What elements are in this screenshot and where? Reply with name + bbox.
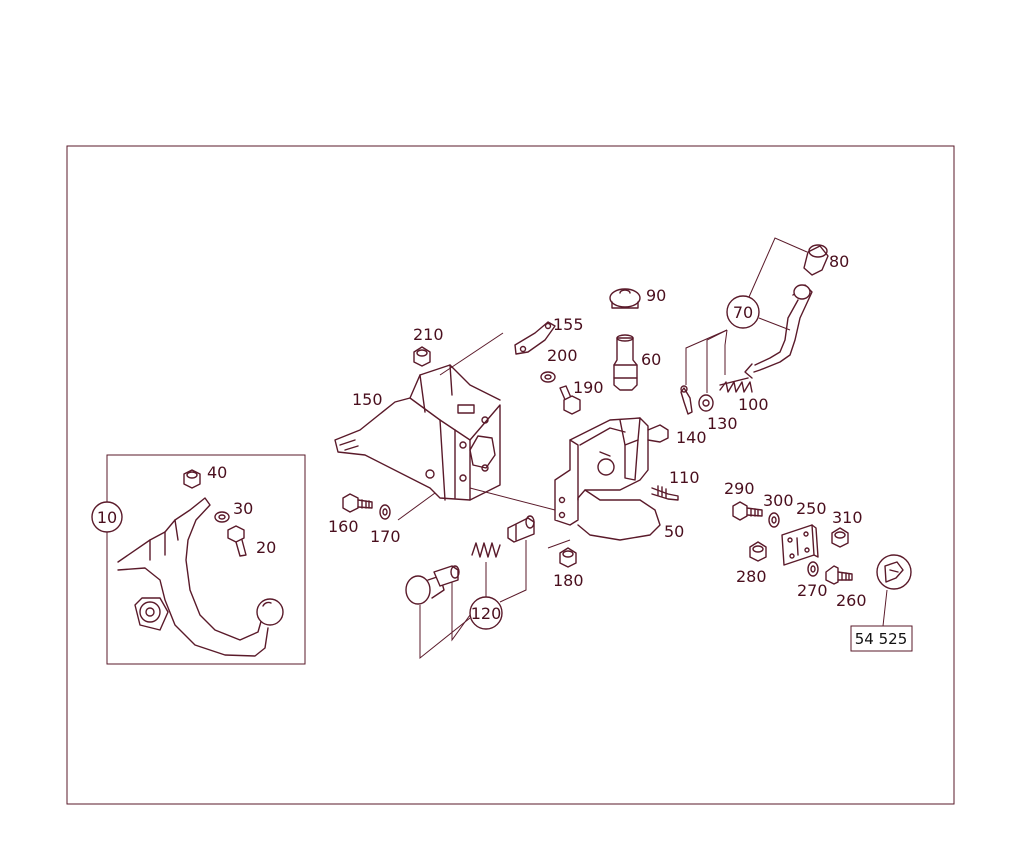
coupling-50-icon	[554, 417, 669, 541]
label-260[interactable]: 260	[836, 591, 867, 610]
label-210[interactable]: 210	[413, 325, 444, 344]
label-280[interactable]: 280	[736, 567, 767, 586]
nut-310-icon	[831, 527, 849, 548]
reference-box[interactable]: 54 525	[855, 630, 908, 648]
label-40[interactable]: 40	[207, 463, 227, 482]
label-180[interactable]: 180	[553, 571, 584, 590]
washer-270-icon	[807, 561, 819, 577]
reference-box-frame	[850, 625, 913, 652]
label-190[interactable]: 190	[573, 378, 604, 397]
label-120[interactable]: 120	[471, 604, 502, 623]
label-270[interactable]: 270	[797, 581, 828, 600]
label-60[interactable]: 60	[641, 350, 661, 369]
nut-280-icon	[749, 541, 767, 562]
towbar-inset: 10 40 30 20	[91, 454, 306, 665]
washer-200-icon	[540, 371, 556, 383]
spring-120-icon	[471, 542, 501, 558]
label-10[interactable]: 10	[97, 508, 117, 527]
label-110[interactable]: 110	[669, 468, 700, 487]
cap-90-icon	[609, 288, 641, 309]
bolt-160-icon	[342, 493, 373, 513]
screw-260-icon	[825, 565, 853, 585]
label-290[interactable]: 290	[724, 479, 755, 498]
clip-icon	[876, 554, 912, 590]
label-80[interactable]: 80	[829, 252, 849, 271]
label-300[interactable]: 300	[763, 491, 794, 510]
washer-170-icon	[379, 504, 391, 520]
label-150[interactable]: 150	[352, 390, 383, 409]
screw-110-icon	[651, 485, 679, 501]
bolt-290-icon	[732, 501, 763, 521]
strap-155-icon	[514, 321, 556, 355]
plate-250-icon	[781, 524, 819, 566]
label-310[interactable]: 310	[832, 508, 863, 527]
callout-circle-70	[726, 295, 760, 329]
label-70[interactable]: 70	[733, 303, 753, 322]
washer-130-icon	[698, 394, 714, 412]
cotter-pin-140-icon	[680, 385, 693, 415]
pin-60-icon	[613, 334, 638, 391]
label-30[interactable]: 30	[233, 499, 253, 518]
label-20[interactable]: 20	[256, 538, 276, 557]
bracket-150-icon	[334, 364, 501, 501]
towbar-arm-icon	[117, 497, 284, 657]
bolt-190-icon	[559, 385, 581, 415]
label-170[interactable]: 170	[370, 527, 401, 546]
bolt-20-icon	[227, 525, 247, 557]
label-140[interactable]: 140	[676, 428, 707, 447]
label-250[interactable]: 250	[796, 499, 827, 518]
washer-300-icon	[768, 512, 780, 528]
nut-180-icon	[559, 547, 577, 568]
knob-80-icon	[803, 244, 829, 276]
label-155[interactable]: 155	[553, 315, 584, 334]
label-50[interactable]: 50	[664, 522, 684, 541]
spring-100-icon	[719, 377, 753, 393]
label-160[interactable]: 160	[328, 517, 359, 536]
nut-40-icon	[183, 469, 201, 489]
washer-30-icon	[214, 511, 230, 523]
inset-frame	[106, 454, 306, 665]
label-100[interactable]: 100	[738, 395, 769, 414]
diagram-frame	[66, 145, 955, 805]
pin-120-icon	[507, 515, 535, 543]
nut-210-icon	[413, 346, 431, 367]
label-200[interactable]: 200	[547, 346, 578, 365]
callout-circle-10	[91, 501, 123, 533]
label-90[interactable]: 90	[646, 286, 666, 305]
label-130[interactable]: 130	[707, 414, 738, 433]
knob-120-icon	[405, 565, 460, 605]
lever-70-icon	[744, 284, 813, 379]
